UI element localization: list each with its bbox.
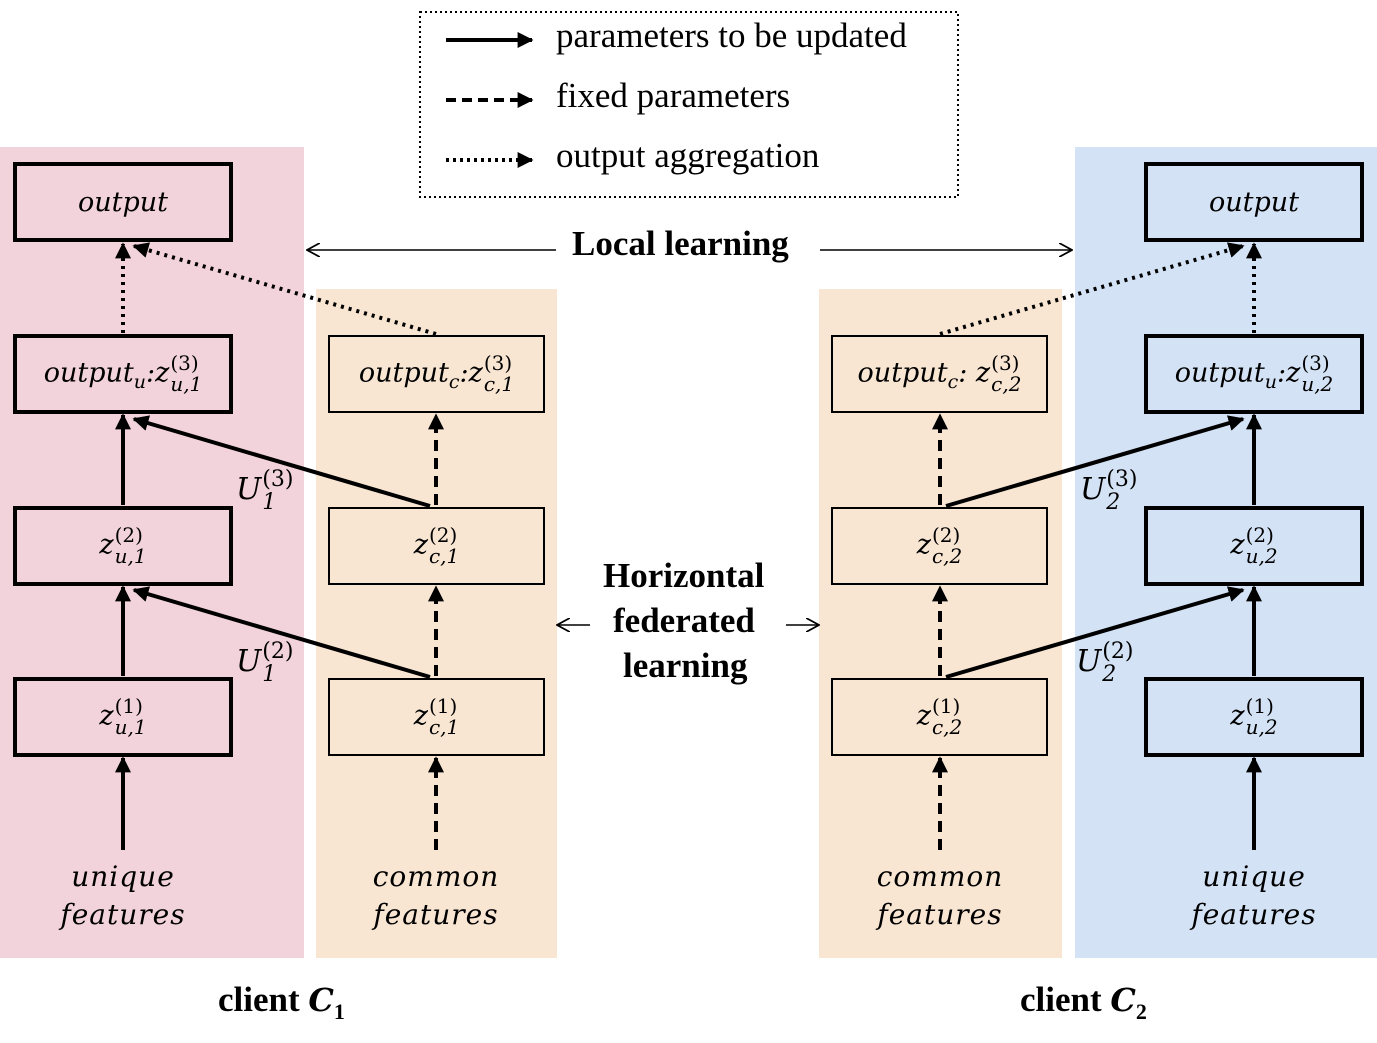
c2-output-c-label: outputc: z(3)c,2 [857,351,1022,396]
c2-output-c-box: outputc: z(3)c,2 [831,335,1048,413]
local-learning-label: Local learning [572,224,789,263]
c2-U2-arrow [945,586,1245,679]
c1-U3-arrow [132,415,431,508]
legend-label-solid: parameters to be updated [556,16,907,55]
client2-caption: client C2 [1020,980,1147,1024]
c1-output-u-label: outputu:z(3)u,1 [43,351,203,396]
legend-label-dashed: fixed parameters [556,76,791,115]
c1-z2c-box: z(2)c,1 [328,507,545,585]
c1-z2u-label: z(2)u,1 [99,523,147,568]
c1-z1c-box: z(1)c,1 [328,678,545,756]
client1-caption: client C1 [218,980,345,1024]
c2-output-u-box: outputu:z(3)u,2 [1144,334,1364,414]
c1-z1u-box: z(1)u,1 [13,677,233,757]
c2-unique-features-label: unique features [1191,860,1317,931]
c1-output-c-box: outputc:z(3)c,1 [328,335,545,413]
c2-z1u-box: z(1)u,2 [1144,677,1364,757]
legend-label-dotted: output aggregation [556,136,820,175]
c1-aggregation-arrow [132,242,437,336]
c1-unique-features-label: unique features [60,860,186,931]
c2-output-u-label: outputu:z(3)u,2 [1174,351,1334,396]
c2-z1c-box: z(1)c,2 [831,678,1048,756]
c2-output-box: output [1144,162,1364,242]
c2-U3-label: U(3)2 [1080,467,1138,516]
c2-z1u-label: z(1)u,2 [1230,694,1278,739]
client1-unique-region [0,147,304,958]
c1-z1u-label: z(1)u,1 [99,694,147,739]
c2-z2u-box: z(2)u,2 [1144,506,1364,586]
c2-z1c-label: z(1)c,2 [916,694,963,739]
c1-common-features-label: common features [372,860,500,931]
legend-box [419,11,959,198]
c2-U3-arrow [945,415,1245,508]
c2-z2c-box: z(2)c,2 [831,507,1048,585]
c1-output-c-label: outputc:z(3)c,1 [358,351,515,396]
c1-U2-arrow [132,586,431,679]
c2-output-label: output [1208,186,1300,218]
c2-aggregation-arrow [939,242,1245,336]
c1-z2c-label: z(2)c,1 [413,523,460,568]
c2-z2c-label: z(2)c,2 [916,523,963,568]
c1-output-u-box: outputu:z(3)u,1 [13,334,233,414]
c1-z1c-label: z(1)c,1 [413,694,460,739]
hfl-label-line3: learning [623,646,748,685]
c2-z2u-label: z(2)u,2 [1230,523,1278,568]
hfl-label-line1: Horizontal [603,556,765,595]
c2-U2-label: U(2)2 [1076,639,1134,688]
c1-U3-label: U(3)1 [236,467,294,516]
hfl-label-line2: federated [613,601,755,640]
c1-U2-label: U(2)1 [236,639,294,688]
c2-common-features-label: common features [876,860,1004,931]
c1-z2u-box: z(2)u,1 [13,506,233,586]
c1-output-label: output [77,186,169,218]
c1-output-box: output [13,162,233,242]
